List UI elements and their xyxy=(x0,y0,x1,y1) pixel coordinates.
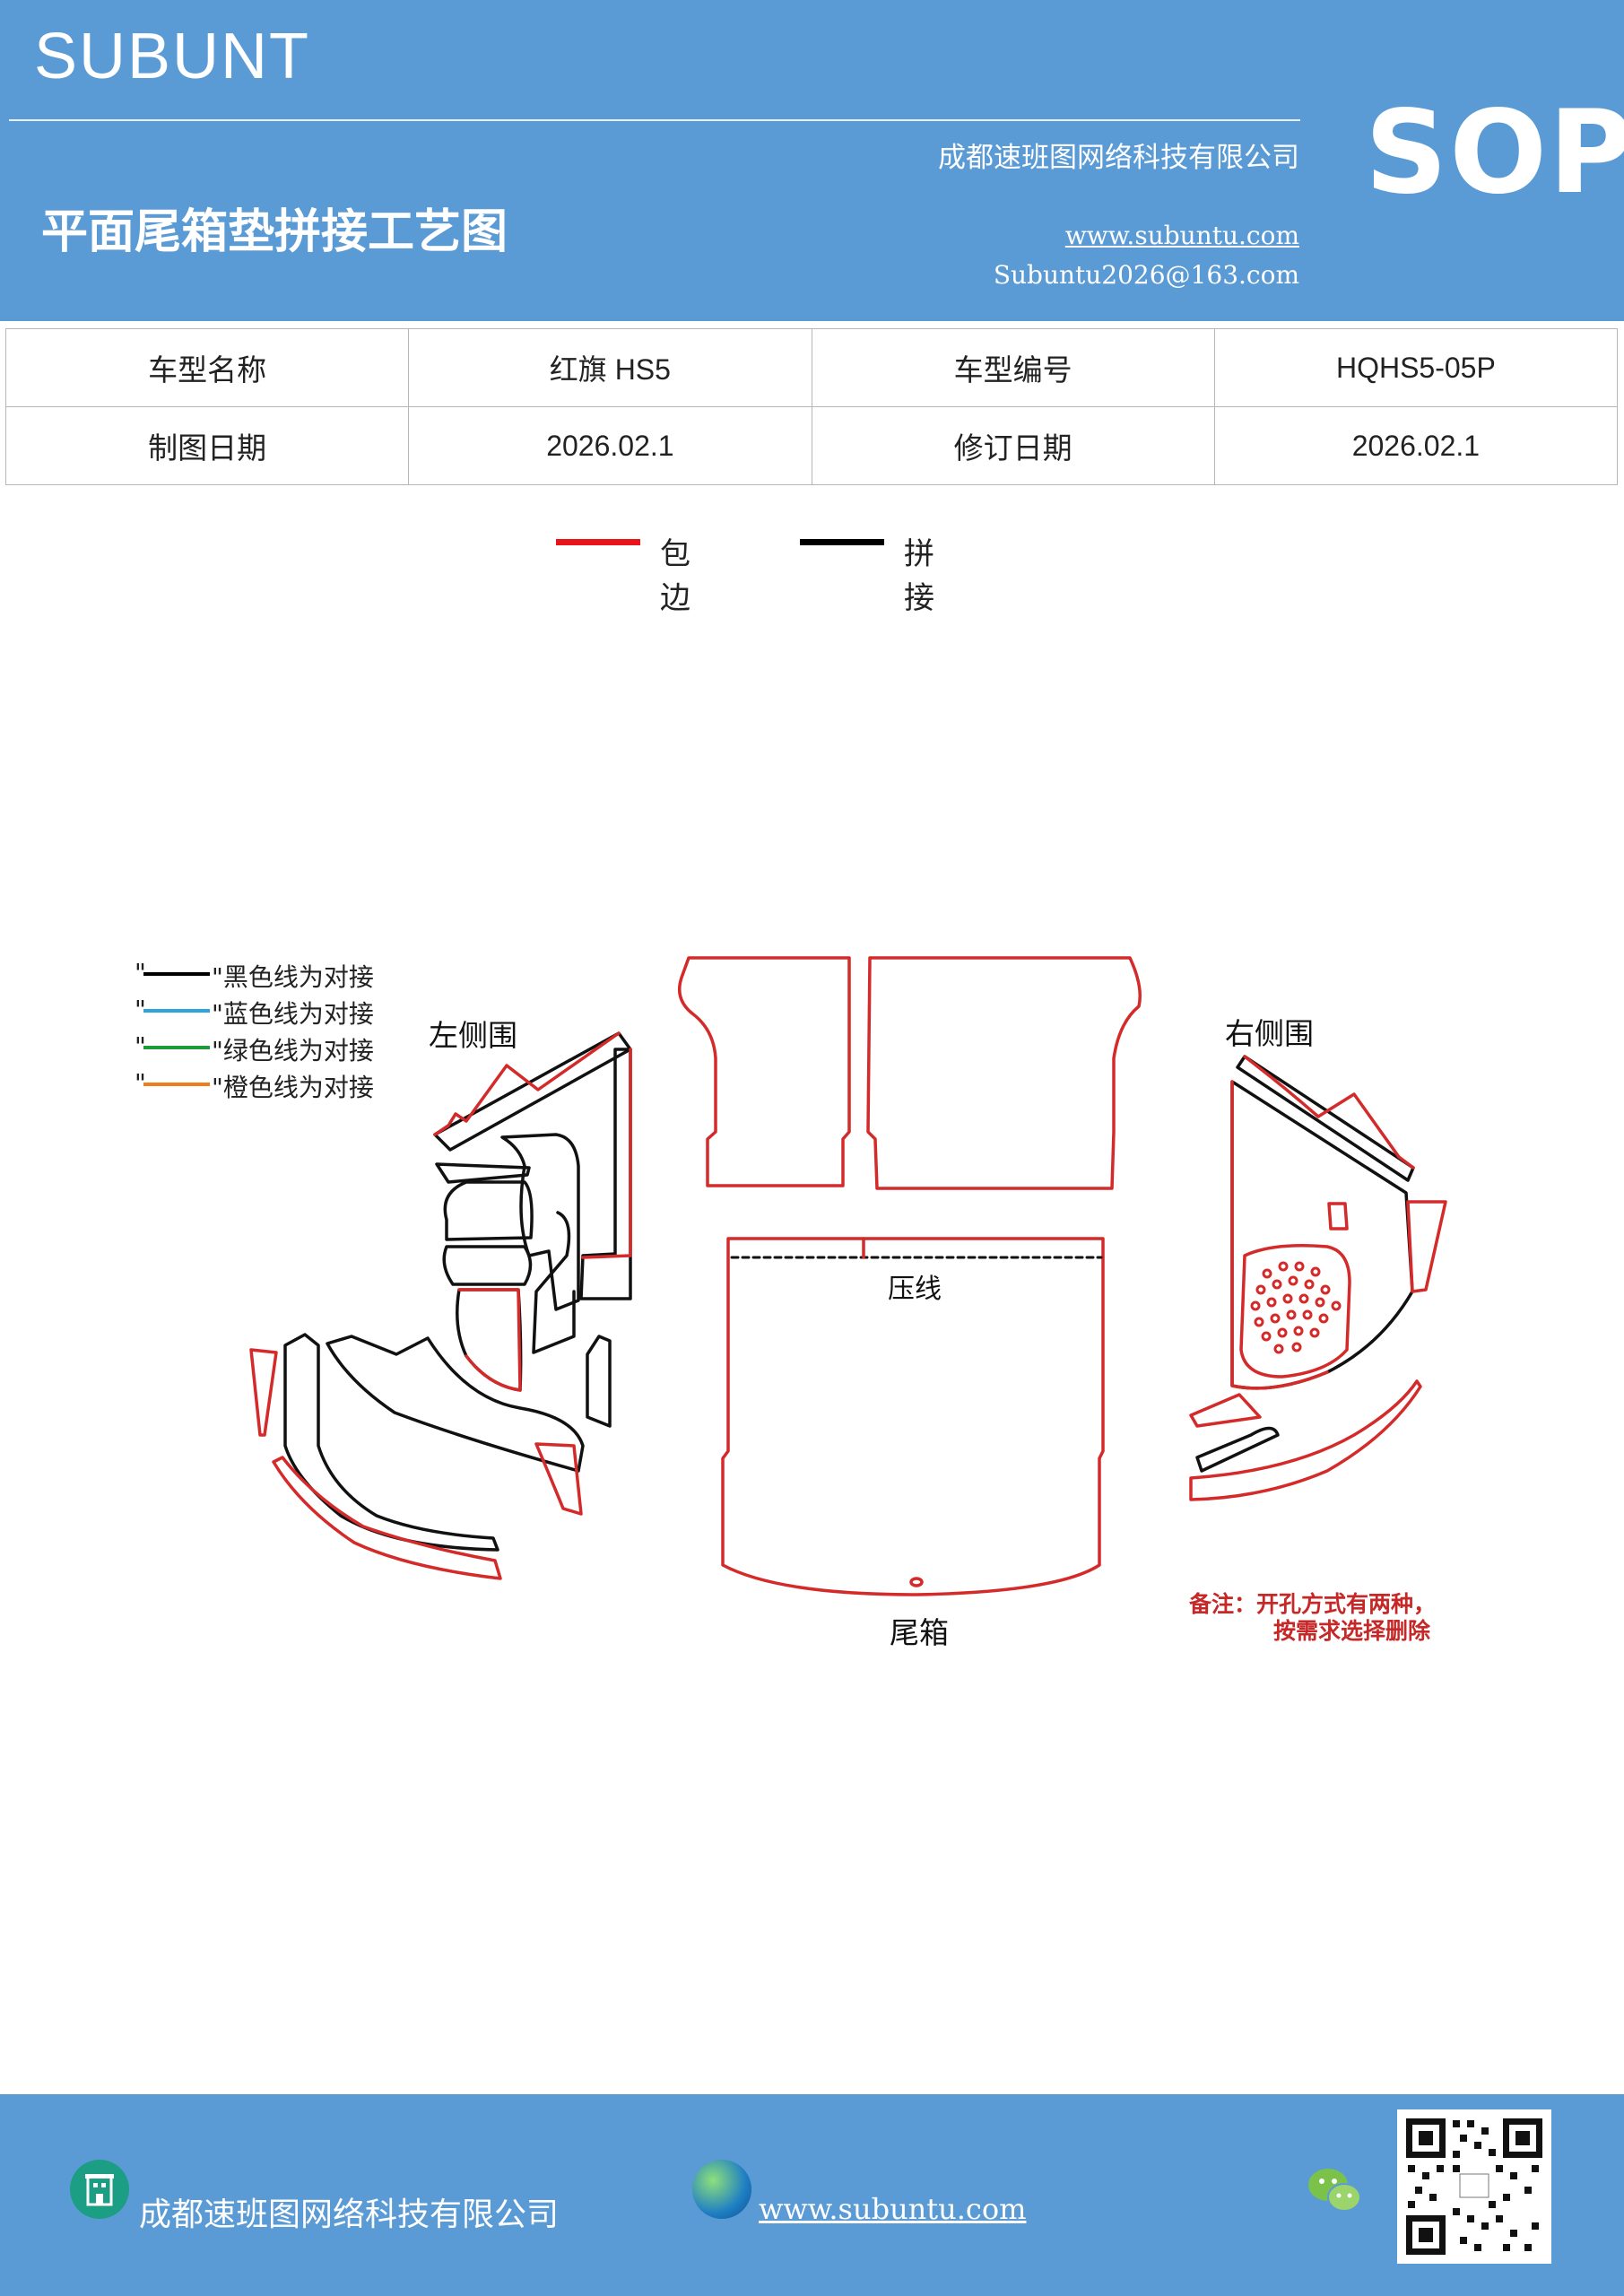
line-legend-text: "黑色线为对接 xyxy=(212,962,374,992)
revise-date-value: 2026.02.1 xyxy=(1213,406,1619,485)
legend-label: 拼接 xyxy=(904,536,934,616)
right-piece-main xyxy=(1230,1080,1414,1390)
line-swatch xyxy=(143,972,210,976)
mat-panel-top-left xyxy=(678,956,851,1187)
left-piece-rounded-edge xyxy=(457,1288,522,1392)
right-piece-vent-slot xyxy=(1327,1202,1349,1231)
line-legend-text: "绿色线为对接 xyxy=(212,1036,374,1065)
right-piece-vent-panel xyxy=(1239,1244,1351,1378)
draw-date-value: 2026.02.1 xyxy=(408,406,812,485)
left-piece-rounded xyxy=(456,1288,523,1392)
left-piece-small-tab xyxy=(586,1335,612,1428)
right-piece-main-edge xyxy=(1230,1080,1329,1390)
sop-badge: SOP xyxy=(1365,86,1624,220)
left-piece-box1 xyxy=(443,1180,534,1241)
table-row: 制图日期 2026.02.1 修订日期 2026.02.1 xyxy=(4,406,1619,485)
hole-option-note: 备注：开孔方式有两种， 按需求选择删除 xyxy=(1189,1591,1436,1645)
trunk-hole xyxy=(909,1577,924,1587)
table-row: 车型名称 红旗 HS5 车型编号 HQHS5-05P xyxy=(4,328,1619,407)
model-info-table: 车型名称 红旗 HS5 车型编号 HQHS5-05P 制图日期 2026.02.… xyxy=(4,328,1619,485)
quote-mark: " xyxy=(135,995,146,1024)
model-code-value: HQHS5-05P xyxy=(1213,328,1619,407)
header-url-link[interactable]: www.subuntu.com xyxy=(1064,221,1299,250)
mat-panel-trunk xyxy=(721,1237,1105,1596)
right-piece-right-tab xyxy=(1406,1200,1447,1293)
header-banner xyxy=(0,0,1624,321)
left-piece-long-curve xyxy=(283,1333,499,1552)
left-piece-column xyxy=(500,1133,580,1311)
mat-panel-top-right xyxy=(866,956,1142,1190)
line-legend-text: "蓝色线为对接 xyxy=(212,999,374,1029)
right-piece-top-strip-edge xyxy=(1243,1055,1415,1170)
right-piece-lower-long xyxy=(1189,1379,1422,1501)
left-piece-small-edge xyxy=(534,1442,583,1516)
page-title: 平面尾箱垫拼接工艺图 xyxy=(41,204,508,259)
quote-mark: " xyxy=(135,1068,146,1098)
left-piece-upright-edge xyxy=(581,1048,632,1259)
note-line-1: 备注：开孔方式有两种， xyxy=(1189,1591,1437,1617)
quote-mark: " xyxy=(135,1031,146,1061)
wechat-icon xyxy=(1305,2163,1364,2217)
model-name-label: 车型名称 xyxy=(4,328,410,407)
header-company: 成都速班图网络科技有限公司 xyxy=(938,142,1299,174)
left-piece-s-strip xyxy=(532,1211,576,1354)
left-piece-arch xyxy=(435,1162,531,1184)
footer-company: 成都速班图网络科技有限公司 xyxy=(139,2196,560,2233)
globe-icon xyxy=(692,2160,751,2219)
note-line-2: 按需求选择删除 xyxy=(1273,1618,1431,1644)
left-piece-sliver xyxy=(249,1348,278,1437)
left-piece-top-strip-edge xyxy=(433,1031,621,1136)
line-legend-text: "橙色线为对接 xyxy=(212,1073,374,1102)
footer-url-link[interactable]: www.subuntu.com xyxy=(759,2192,1027,2226)
right-piece-lower-a xyxy=(1189,1393,1262,1428)
right-piece-top-strip xyxy=(1236,1055,1415,1182)
line-swatch xyxy=(143,1046,210,1049)
model-name-value: 红旗 HS5 xyxy=(408,328,812,407)
model-code-label: 车型编号 xyxy=(811,328,1215,407)
header-email: Subuntu2026@163.com xyxy=(993,260,1299,290)
legend-label: 包边 xyxy=(660,536,690,616)
left-piece-box2 xyxy=(442,1245,533,1286)
brand-logo-text: SUBUNT xyxy=(34,21,311,92)
quote-mark: " xyxy=(135,958,146,987)
trunk-label: 尾箱 xyxy=(890,1615,949,1650)
right-side-label: 右侧围 xyxy=(1225,1016,1314,1051)
building-icon xyxy=(70,2160,129,2219)
line-swatch xyxy=(143,1009,210,1013)
join-swatch xyxy=(800,539,884,545)
qr-code[interactable] xyxy=(1397,2109,1551,2264)
left-piece-upright xyxy=(579,1048,632,1300)
press-line-label: 压线 xyxy=(888,1274,942,1305)
left-side-label: 左侧围 xyxy=(429,1018,517,1053)
revise-date-label: 修订日期 xyxy=(811,406,1215,485)
left-piece-main-curve xyxy=(326,1335,585,1473)
line-swatch xyxy=(143,1083,210,1086)
edge-swatch xyxy=(556,539,640,545)
vent-holes xyxy=(1250,1261,1342,1354)
header-divider xyxy=(9,119,1300,121)
right-piece-lower-b xyxy=(1195,1426,1280,1473)
draw-date-label: 制图日期 xyxy=(4,406,410,485)
left-piece-bottom-band xyxy=(272,1456,502,1580)
